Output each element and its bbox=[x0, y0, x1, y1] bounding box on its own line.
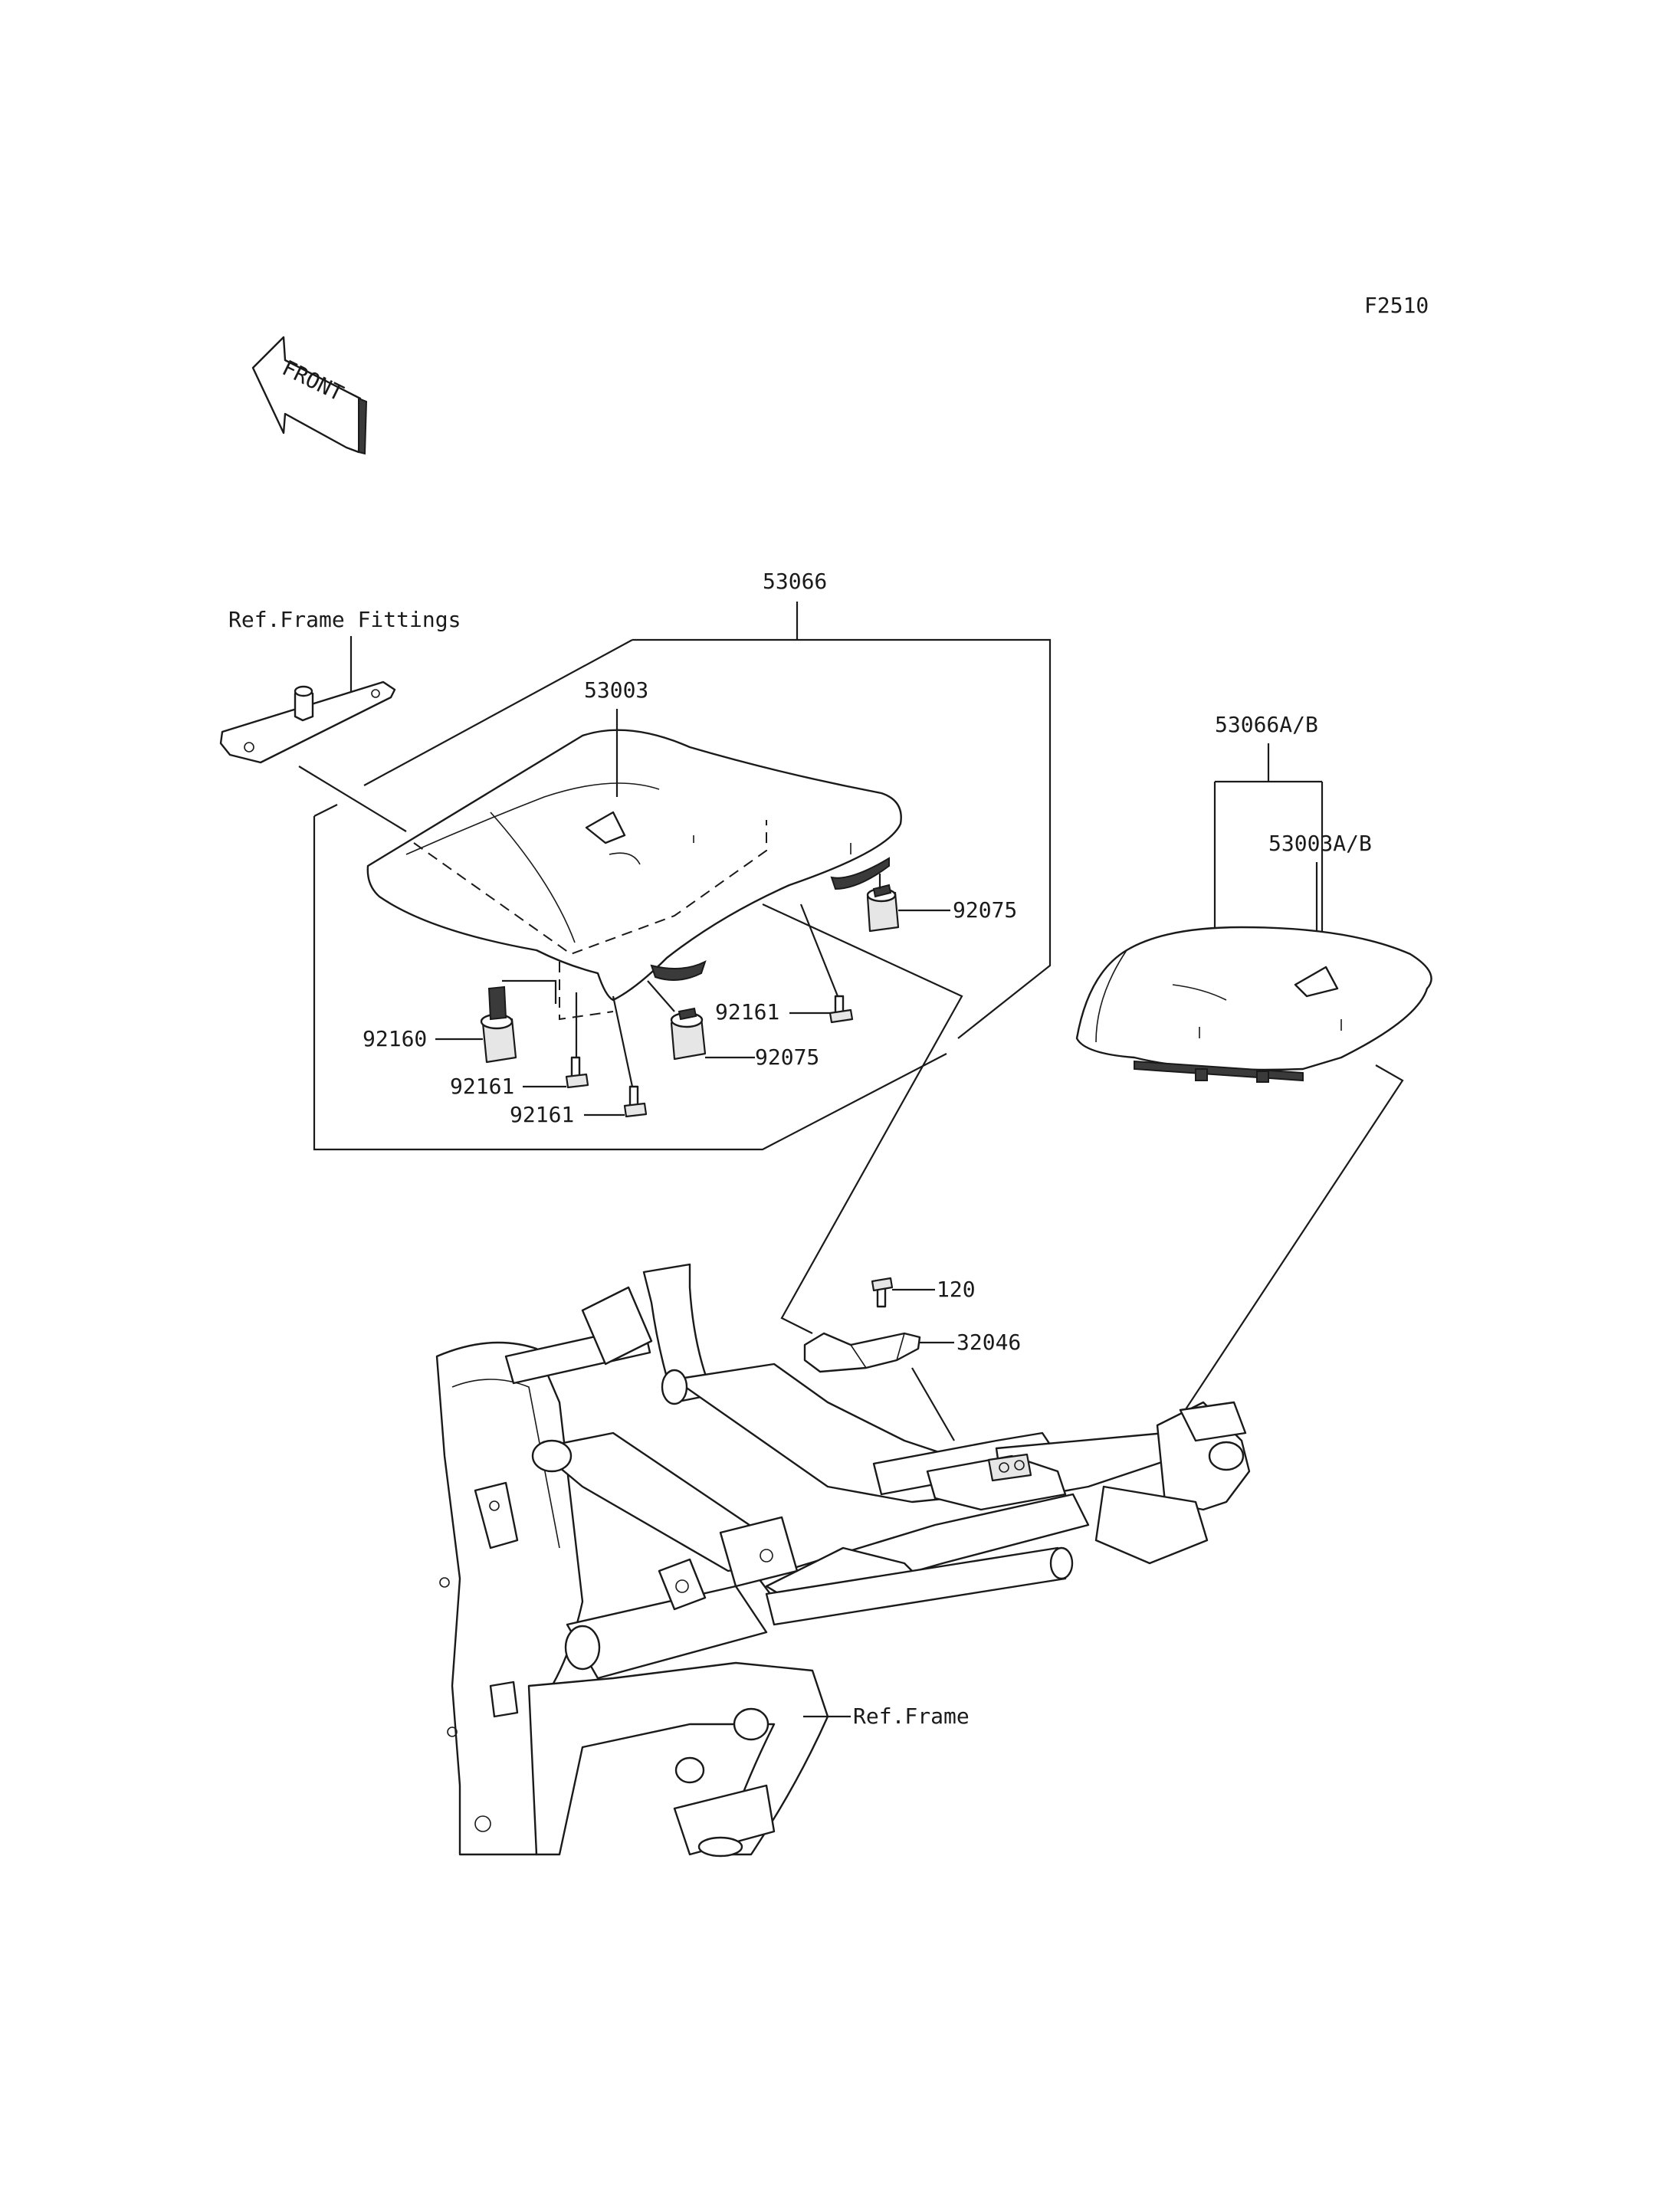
bolt-92161-left bbox=[565, 1056, 589, 1089]
leader-fitting-to-seat bbox=[298, 766, 407, 832]
leader-alt-seat-to-frame bbox=[1164, 1064, 1404, 1441]
bracket-32046 bbox=[803, 1332, 921, 1373]
leader-seat-to-bracket bbox=[762, 903, 963, 1334]
leader-92160-up bbox=[502, 979, 557, 1004]
bolt-92161-mid bbox=[829, 995, 854, 1024]
front-arrow-icon: FRONT bbox=[251, 336, 368, 455]
label-92160: 92160 bbox=[363, 1026, 427, 1051]
label-53066: 53066 bbox=[763, 569, 827, 594]
frame-fitting-part bbox=[219, 680, 396, 764]
label-53003ab: 53003A/B bbox=[1268, 831, 1372, 856]
label-53003: 53003 bbox=[584, 677, 648, 703]
assembly-box-corner bbox=[313, 804, 338, 817]
label-120: 120 bbox=[937, 1277, 976, 1302]
leader-92161-bottom-up bbox=[612, 995, 634, 1087]
alt-seat-53066ab bbox=[1075, 926, 1432, 1083]
bolt-120 bbox=[871, 1277, 894, 1308]
label-92161-bottom: 92161 bbox=[510, 1102, 574, 1127]
bolt-92161-bottom bbox=[623, 1085, 648, 1118]
damper-92075-lower bbox=[670, 1007, 707, 1061]
leader-92075-lower-up bbox=[647, 980, 675, 1012]
main-seat-53066 bbox=[366, 729, 902, 1021]
leader-bracket-to-frame bbox=[911, 1367, 955, 1441]
label-92075-lower: 92075 bbox=[755, 1044, 819, 1070]
damper-92075-upper bbox=[866, 884, 900, 933]
diagram-code: F2510 bbox=[1364, 293, 1429, 318]
leader-53066ab bbox=[1213, 743, 1324, 989]
label-53066ab: 53066A/B bbox=[1215, 712, 1318, 737]
damper-92160 bbox=[480, 985, 517, 1064]
label-32046: 32046 bbox=[956, 1330, 1021, 1355]
leader-53066 bbox=[632, 602, 1052, 1039]
assembly-53066-box bbox=[313, 816, 947, 1151]
label-ref-frame-fittings: Ref.Frame Fittings bbox=[228, 607, 461, 632]
label-92161-left: 92161 bbox=[450, 1074, 514, 1099]
motorcycle-frame bbox=[435, 1263, 1251, 1858]
label-ref-frame: Ref.Frame bbox=[853, 1703, 970, 1729]
label-92075-upper: 92075 bbox=[953, 897, 1017, 923]
leader-92161-mid-up bbox=[799, 903, 839, 997]
leader-53066-left bbox=[363, 639, 633, 786]
label-92161-mid: 92161 bbox=[715, 999, 779, 1025]
